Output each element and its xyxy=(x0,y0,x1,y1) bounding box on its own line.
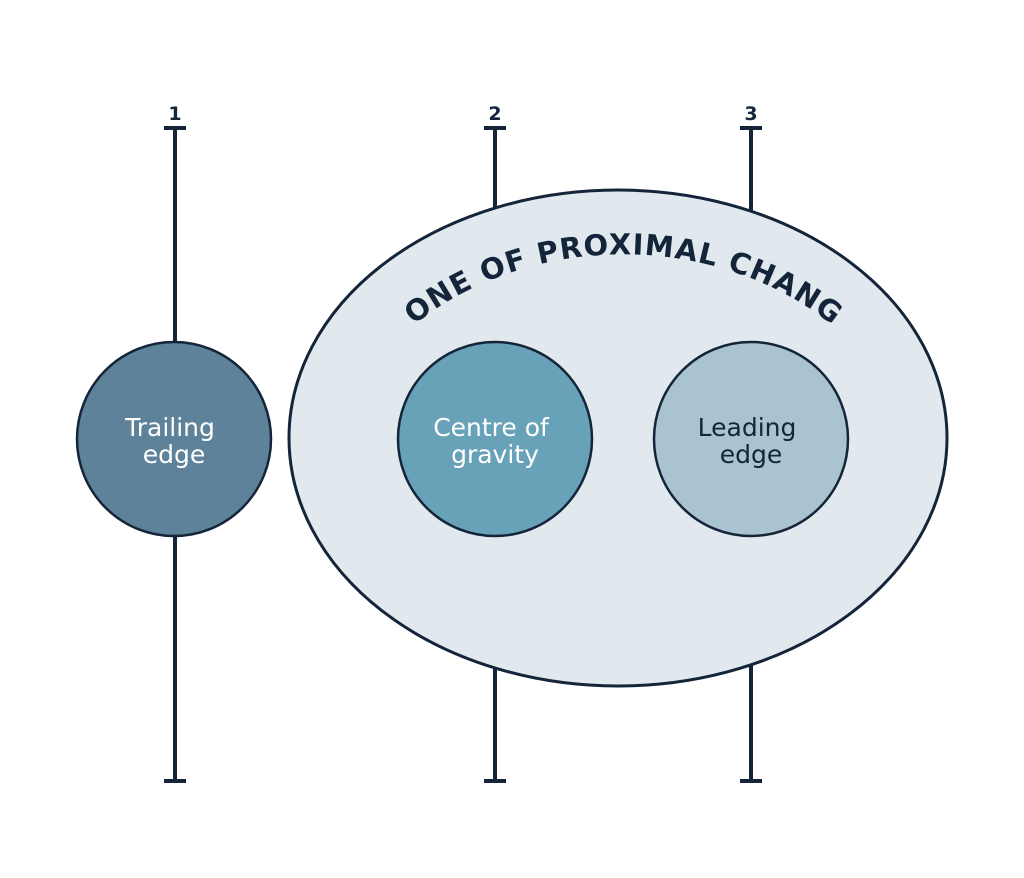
leading-edge-label: Leading edge xyxy=(698,413,805,469)
centre-of-gravity-node: Centre of gravity xyxy=(396,340,594,538)
leading-edge-label-line-2: edge xyxy=(720,440,783,469)
trailing-edge-circle xyxy=(75,340,273,538)
leading-edge-circle xyxy=(652,340,850,538)
zone-ellipse xyxy=(287,188,949,688)
leading-edge-node: Leading edge xyxy=(652,340,850,538)
trailing-edge-label-line-2: edge xyxy=(143,440,206,469)
trailing-edge-node: Trailing edge xyxy=(75,340,273,538)
axis-3-number: 3 xyxy=(744,103,757,125)
centre-of-gravity-label-line-1: Centre of xyxy=(433,413,550,442)
centre-of-gravity-label-line-2: gravity xyxy=(451,440,539,469)
centre-of-gravity-label: Centre of gravity xyxy=(433,413,557,469)
axis-2-number: 2 xyxy=(488,103,501,125)
trailing-edge-label: Trailing edge xyxy=(124,413,223,469)
centre-of-gravity-circle xyxy=(396,340,594,538)
axis-1-number: 1 xyxy=(168,103,181,125)
trailing-edge-label-line-1: Trailing xyxy=(124,413,215,442)
leading-edge-label-line-1: Leading xyxy=(698,413,797,442)
